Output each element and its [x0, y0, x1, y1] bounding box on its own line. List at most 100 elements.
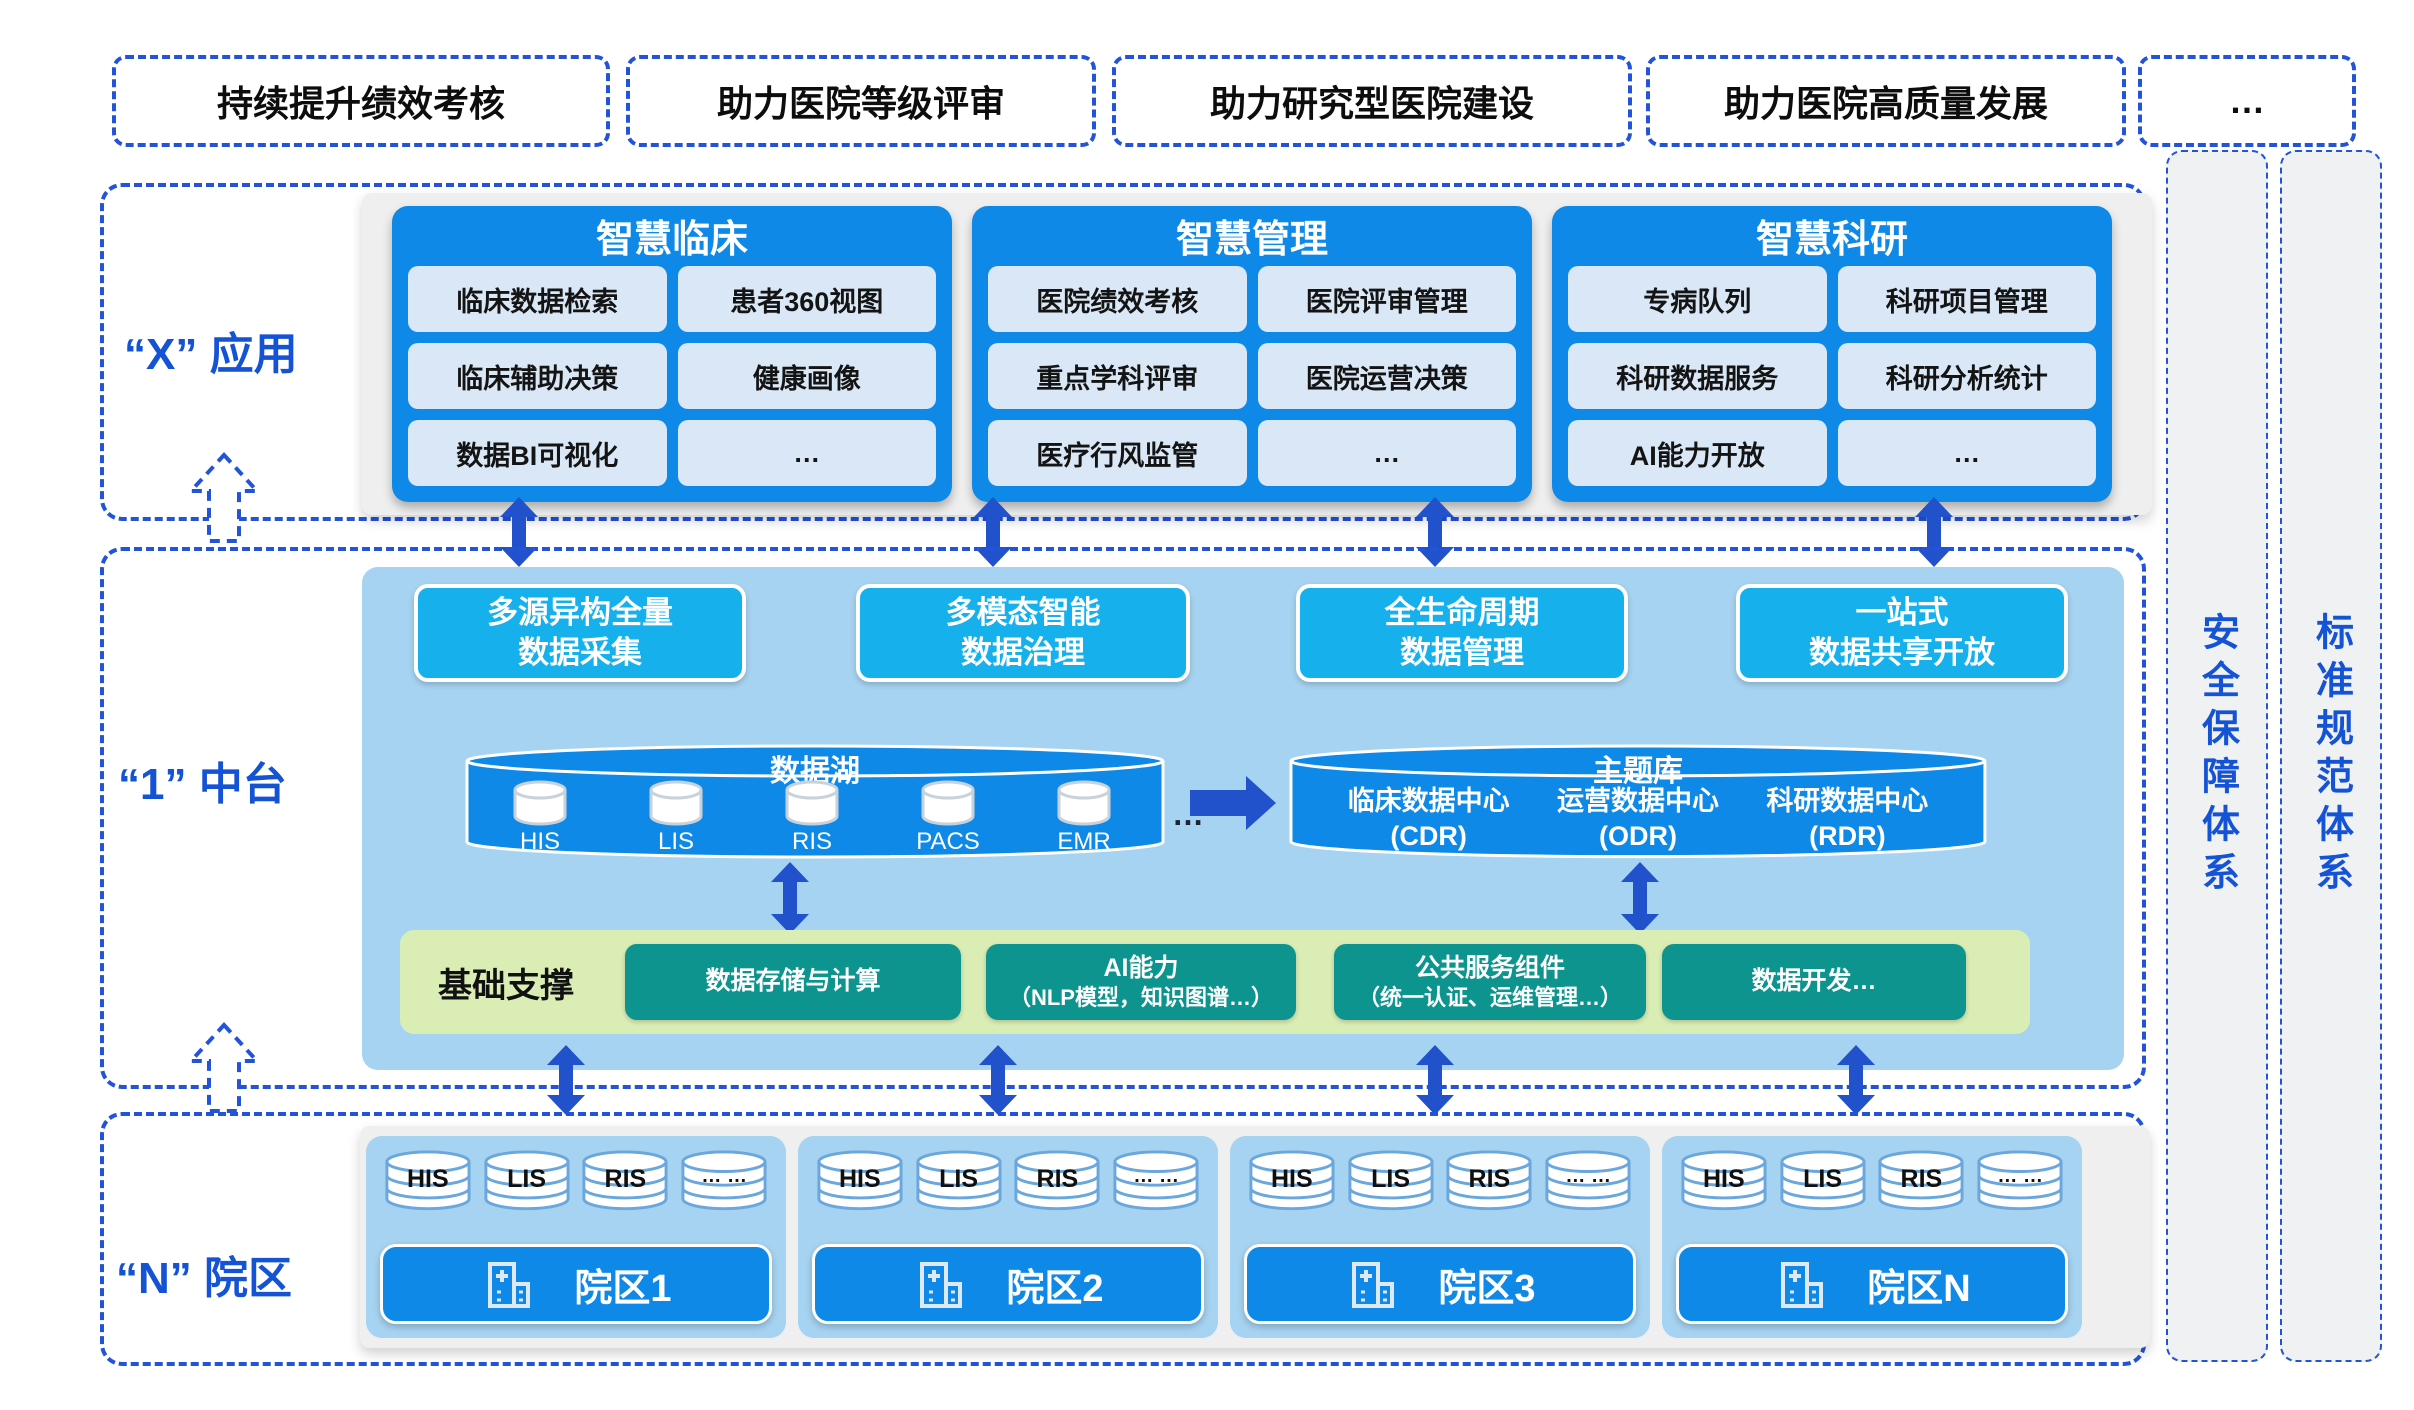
hospital-icon [1352, 1262, 1395, 1308]
campus-button: 院区3 [1244, 1244, 1636, 1324]
app-item-more: … [677, 420, 936, 486]
system-db: … … [1543, 1150, 1633, 1214]
database-icon [1780, 1150, 1866, 1211]
hospital-icon [488, 1262, 531, 1308]
system-label: RIS [1036, 1165, 1079, 1193]
source-label: HIS [519, 828, 560, 855]
system-db: RIS [1012, 1150, 1102, 1214]
right-arrow-icon [1190, 776, 1276, 830]
system-label: LIS [507, 1165, 547, 1193]
up-arrow-icon [186, 452, 262, 549]
data-center-code: (CDR) [1390, 821, 1467, 852]
double-arrow-icon [1837, 1045, 1875, 1115]
database-icon [1289, 744, 1987, 859]
foundation-item: 数据开发… [1662, 944, 1966, 1020]
database-icon [649, 780, 703, 826]
source-system: EMR [1036, 780, 1132, 856]
data-lake-cylinder: 数据湖 HIS LIS RIS PACS EMR [464, 744, 1166, 860]
double-arrow-icon [547, 1045, 585, 1115]
app-item: 数据BI可视化 [408, 420, 667, 486]
app-item-more: … [1257, 420, 1516, 486]
database-icon [681, 1150, 767, 1211]
double-arrow-icon [1416, 1045, 1454, 1115]
system-db: RIS [1444, 1150, 1534, 1214]
campus-button: 院区N [1676, 1244, 2068, 1324]
foundation-item: 公共服务组件 （统一认证、运维管理…） [1334, 944, 1646, 1020]
app-item: 医院绩效考核 [988, 266, 1247, 332]
app-column-management: 智慧管理 医院绩效考核 医院评审管理 重点学科评审 医院运营决策 医疗行风监管 … [972, 206, 1532, 502]
capability-line: 数据采集 [518, 635, 642, 670]
system-label: LIS [939, 1165, 979, 1193]
database-icon [513, 780, 567, 826]
foundation-item: AI能力 （NLP模型，知识图谱…） [986, 944, 1296, 1020]
foundation-item-line: AI能力 [1103, 953, 1179, 982]
source-system: HIS [492, 780, 588, 856]
app-item: 科研数据服务 [1568, 343, 1827, 409]
database-icon [1878, 1150, 1964, 1211]
app-column-title: 智慧管理 [1175, 218, 1328, 261]
foundation-item-line: 公共服务组件 [1414, 953, 1565, 982]
app-item: 科研项目管理 [1837, 266, 2096, 332]
database-icon [916, 1150, 1002, 1211]
data-center-name: 运营数据中心 [1556, 786, 1719, 816]
campus-name: 院区1 [574, 1267, 672, 1310]
database-icon [484, 1150, 570, 1211]
campus-block: HIS LIS RIS … … 院区3 [1230, 1136, 1650, 1338]
theme-db-title: 主题库 [1593, 755, 1683, 788]
campus-block: HIS LIS RIS … … 院区2 [798, 1136, 1218, 1338]
app-item: 重点学科评审 [988, 343, 1247, 409]
system-db: … … [1111, 1150, 1201, 1214]
system-label: … … [1997, 1165, 2043, 1187]
system-label: … … [1565, 1165, 1611, 1187]
security-system-bar: 安全保障体系 [2166, 150, 2268, 1362]
goal-box: 助力医院等级评审 [626, 55, 1096, 147]
source-label: LIS [657, 828, 695, 855]
campus-systems: HIS LIS RIS … … [798, 1136, 1218, 1214]
database-icon [1348, 1150, 1434, 1211]
database-icon [1249, 1150, 1335, 1211]
platform-section [100, 547, 2146, 1089]
system-label: HIS [1270, 1165, 1313, 1193]
campus-button: 院区1 [380, 1244, 772, 1324]
goal-box: 助力医院高质量发展 [1646, 55, 2126, 147]
database-icon [785, 780, 839, 826]
app-item: 专病队列 [1568, 266, 1827, 332]
data-lake-sources: HIS LIS RIS PACS EMR [492, 780, 1132, 856]
system-db: RIS [580, 1150, 670, 1214]
system-db: HIS [383, 1150, 473, 1214]
campus-name: 院区N [1867, 1267, 1971, 1310]
foundation-item: 数据存储与计算 [625, 944, 961, 1020]
goal-box: 助力研究型医院建设 [1112, 55, 1632, 147]
system-label: RIS [1468, 1165, 1511, 1193]
double-arrow-icon [771, 862, 809, 934]
system-db: LIS [1346, 1150, 1436, 1214]
capability-line: 一站式 [1855, 594, 1949, 630]
campus-systems: HIS LIS RIS … … [1662, 1136, 2082, 1214]
source-system: LIS [628, 780, 724, 856]
app-item: 患者360视图 [677, 266, 936, 332]
data-center-name: 临床数据中心 [1347, 786, 1510, 816]
system-label: HIS [1702, 1165, 1745, 1193]
system-label: RIS [1900, 1165, 1943, 1193]
capability-line: 多源异构全量 [487, 594, 673, 630]
system-db: HIS [815, 1150, 905, 1214]
app-column-clinical: 智慧临床 临床数据检索 患者360视图 临床辅助决策 健康画像 数据BI可视化 … [392, 206, 952, 502]
double-arrow-icon [1915, 497, 1953, 567]
data-center: 科研数据中心 (RDR) [1743, 784, 1952, 854]
system-label: HIS [406, 1165, 449, 1193]
app-item: 科研分析统计 [1837, 343, 2096, 409]
system-db: HIS [1679, 1150, 1769, 1214]
capability-box: 多源异构全量 数据采集 [414, 584, 746, 682]
app-column-title: 智慧临床 [595, 218, 748, 261]
system-db: RIS [1876, 1150, 1966, 1214]
campus-name: 院区3 [1438, 1267, 1536, 1310]
app-item: 医疗行风监管 [988, 420, 1247, 486]
source-label: RIS [791, 828, 832, 855]
data-center: 临床数据中心 (CDR) [1324, 784, 1533, 854]
app-item: 医院运营决策 [1257, 343, 1516, 409]
capability-line: 多模态智能 [945, 594, 1101, 630]
up-arrow-icon [186, 1022, 262, 1119]
system-label: … … [701, 1165, 747, 1187]
app-grid: 临床数据检索 患者360视图 临床辅助决策 健康画像 数据BI可视化 … [392, 264, 952, 502]
goal-box: 持续提升绩效考核 [112, 55, 610, 147]
